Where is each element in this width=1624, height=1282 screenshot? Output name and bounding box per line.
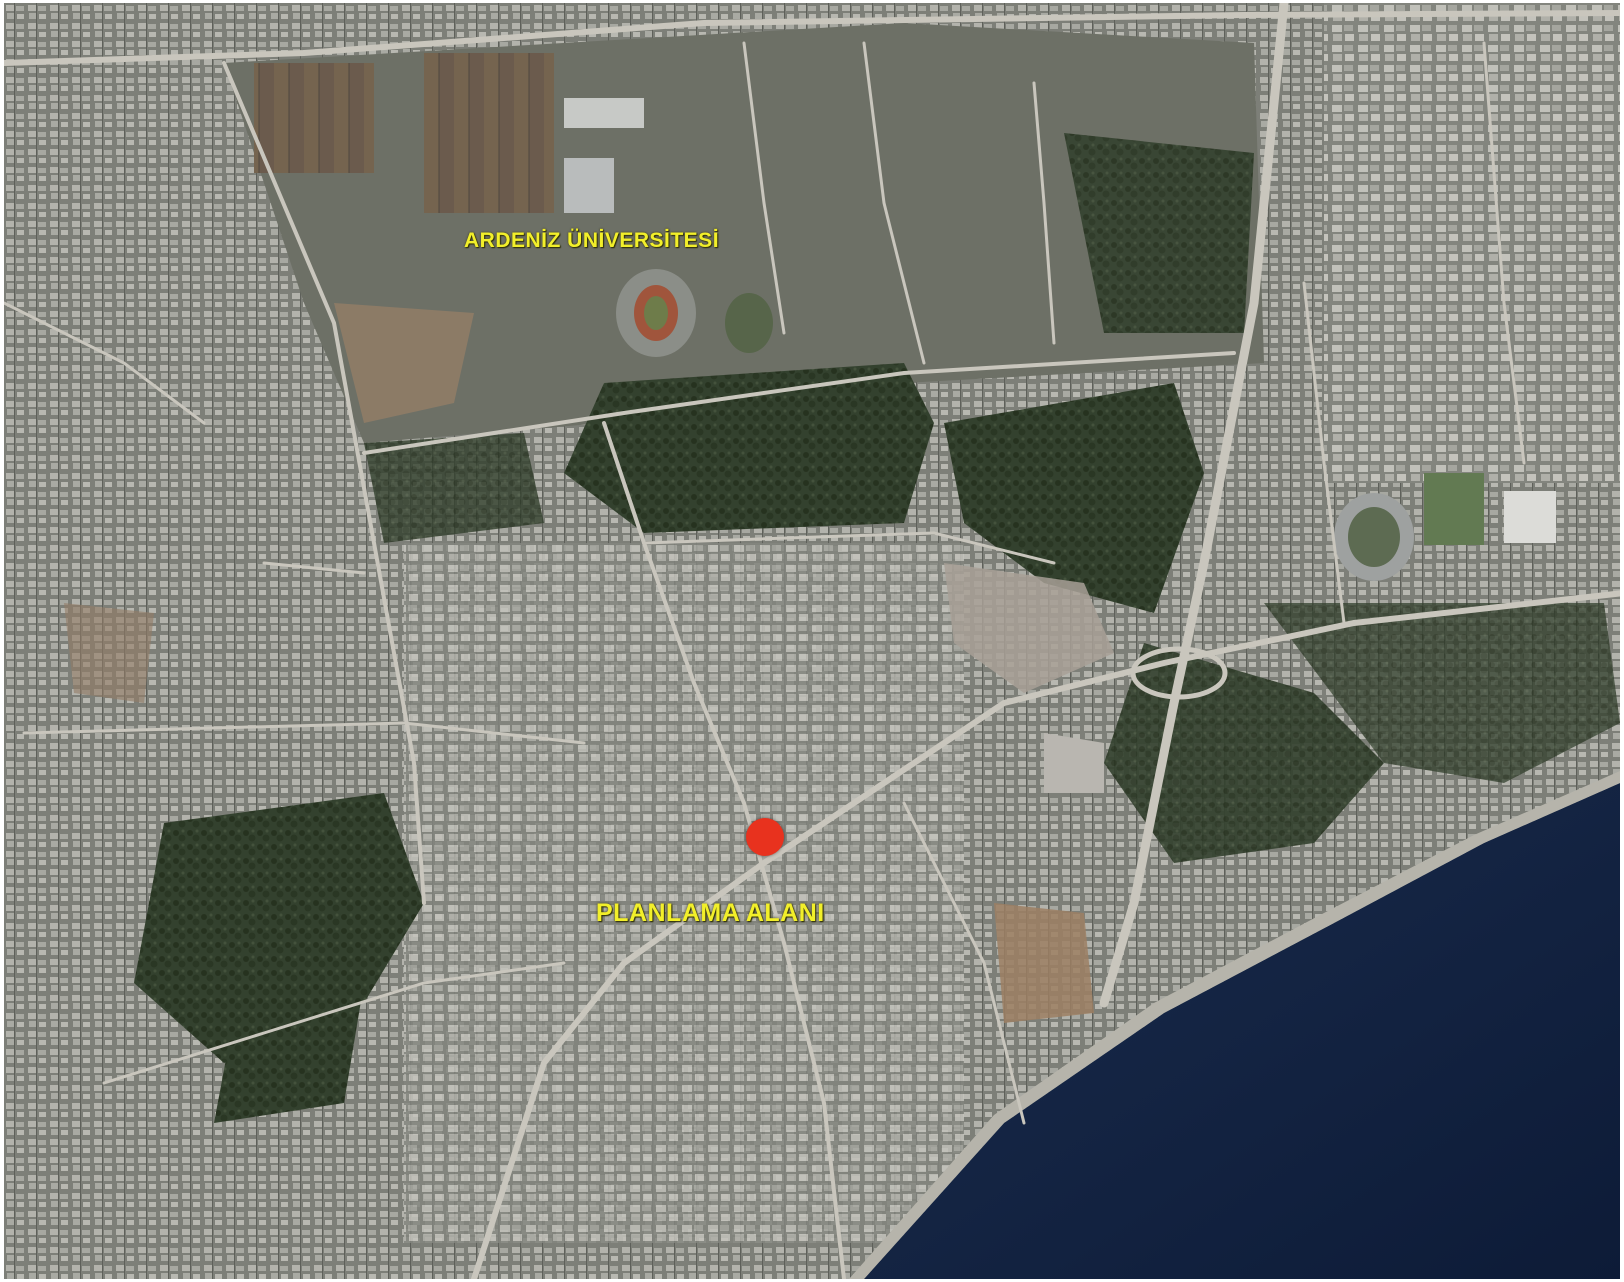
site-marker-icon[interactable] [746, 818, 784, 856]
satellite-imagery [4, 3, 1620, 1279]
university-label: ARDENİZ ÜNİVERSİTESİ [464, 229, 720, 252]
planning-area-label: PLANLAMA ALANI [596, 899, 825, 927]
satellite-map: ARDENİZ ÜNİVERSİTESİ PLANLAMA ALANI [4, 3, 1620, 1279]
